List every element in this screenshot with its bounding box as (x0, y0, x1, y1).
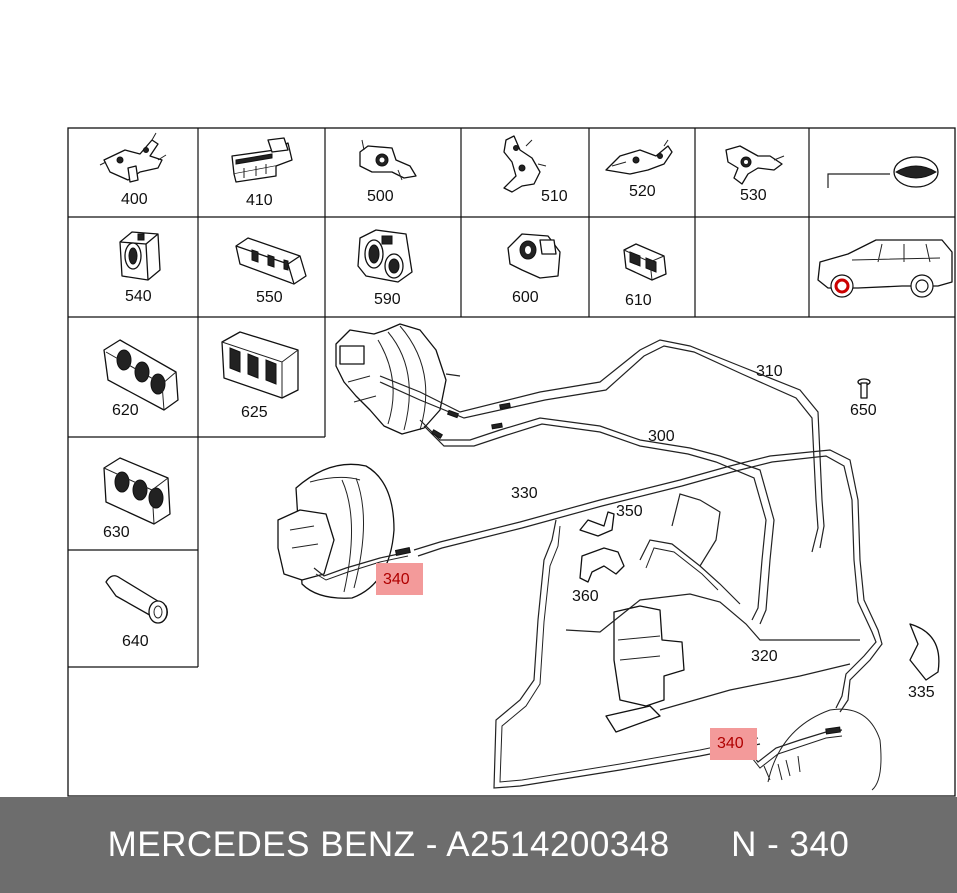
part-label-620: 620 (112, 402, 139, 419)
parts-grid (68, 128, 955, 668)
hose-fitting-rear (825, 726, 841, 735)
callout-340-highlight-front (376, 563, 423, 595)
part-label-640: 640 (122, 633, 149, 650)
brake-line-frame-left-b (499, 525, 759, 783)
callout-310: 310 (756, 363, 783, 380)
part-530-icon (725, 145, 785, 185)
part-label-590: 590 (374, 291, 401, 308)
part-label-550: 550 (256, 289, 283, 306)
rear-brake-disc-icon (763, 708, 882, 791)
part-600-icon (507, 233, 561, 279)
part-label-625: 625 (241, 404, 268, 421)
footer-caption: MERCEDES BENZ - A2514200348 N - 340 (107, 825, 850, 864)
part-500-icon (359, 139, 417, 181)
cover-cap-icon (827, 156, 939, 188)
brake-hose-front (313, 551, 409, 577)
brake-line-bottom (659, 663, 851, 711)
part-label-600: 600 (512, 289, 539, 306)
callout-340-highlight-rear (710, 728, 757, 760)
brake-line-300-b (423, 423, 767, 621)
part-label-410: 410 (246, 192, 273, 209)
brake-line-320 (565, 593, 860, 641)
part-625-icon (221, 331, 299, 399)
catalog-footer: MERCEDES BENZ - A2514200348 N - 340 (0, 797, 957, 893)
part-630-icon (103, 457, 171, 525)
part-610-icon (623, 243, 667, 281)
line-fittings (430, 402, 511, 439)
brake-line-300 (419, 417, 775, 625)
part-label-500: 500 (367, 188, 394, 205)
callout-650: 650 (850, 402, 877, 419)
hose-fitting-front (394, 547, 411, 557)
part-label-610: 610 (625, 292, 652, 309)
part-620-icon (103, 339, 179, 411)
part-number: A2514200348 (446, 825, 670, 864)
part-label-520: 520 (629, 183, 656, 200)
brand-name: MERCEDES BENZ (107, 825, 416, 864)
brake-hose-rear-b (751, 735, 843, 769)
part-label-530: 530 (740, 187, 767, 204)
callout-330: 330 (511, 485, 538, 502)
part-520-icon (605, 139, 673, 175)
clip-360-icon (579, 547, 625, 583)
brake-line-mid-b (645, 547, 719, 591)
part-400-icon (99, 132, 167, 183)
position-code: N - 340 (731, 825, 850, 864)
callout-300: 300 (648, 428, 675, 445)
front-brake-disc-icon (277, 463, 395, 599)
callout-340-rear: 340 (717, 735, 744, 752)
part-590-icon (357, 229, 413, 283)
part-label-510: 510 (541, 188, 568, 205)
part-640-icon (105, 575, 168, 624)
callout-335: 335 (908, 684, 935, 701)
part-510-icon (503, 135, 547, 193)
bolt-650-icon (857, 378, 871, 399)
brake-hose-front-b (315, 555, 409, 581)
part-410-icon (231, 137, 293, 183)
callout-360: 360 (572, 588, 599, 605)
clip-335-icon (909, 623, 940, 681)
part-540-icon (119, 231, 161, 281)
callout-350: 350 (616, 503, 643, 520)
diagram-frame (67, 127, 956, 797)
part-label-400: 400 (121, 191, 148, 208)
car-silhouette-icon (817, 239, 953, 298)
brake-line-330-b (417, 455, 877, 709)
part-label-630: 630 (103, 524, 130, 541)
brake-booster-icon (335, 323, 461, 435)
clip-350-icon (579, 511, 615, 537)
part-550-icon (235, 237, 307, 285)
brake-line-mid (639, 493, 741, 605)
brake-line-330 (413, 449, 883, 713)
callout-320: 320 (751, 648, 778, 665)
part-label-540: 540 (125, 288, 152, 305)
brake-line-upper-b (379, 345, 819, 553)
brake-line-upper-a (379, 339, 825, 549)
callout-340-front: 340 (383, 571, 410, 588)
brake-line-frame-left (493, 519, 761, 789)
abs-unit-icon (605, 605, 685, 733)
